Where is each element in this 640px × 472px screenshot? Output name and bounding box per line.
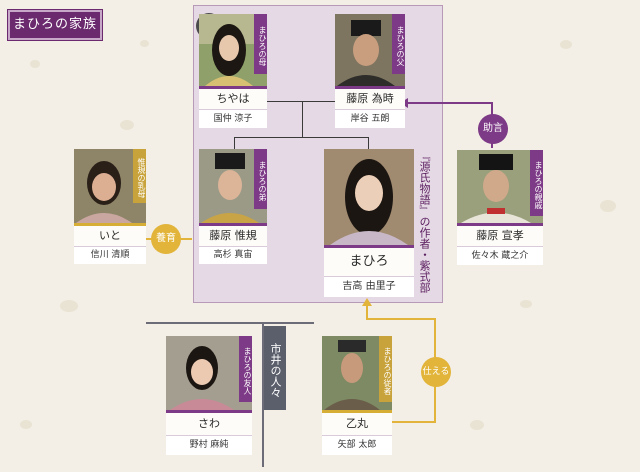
name-nobutaka: 藤原 宣孝 <box>457 223 543 248</box>
role-label-tametoki: まひろの父 <box>392 14 405 74</box>
nursing-badge: 養育 <box>151 224 181 254</box>
actor-otomaru: 矢部 太郎 <box>322 435 392 455</box>
actor-chiyaha: 国仲 涼子 <box>199 109 267 128</box>
name-mahiro: まひろ <box>324 245 414 278</box>
character-card-otomaru[interactable]: まひろの従者 乙丸 矢部 太郎 <box>322 336 392 455</box>
actor-nobunori: 高杉 真宙 <box>199 246 267 264</box>
serve-arrow-icon <box>362 298 372 306</box>
role-label-chiyaha: まひろの母 <box>254 14 267 74</box>
serve-badge: 仕える <box>421 357 451 387</box>
tree-line-to-nobunori <box>234 137 235 149</box>
advice-line-horizontal <box>406 102 493 104</box>
serve-line-up <box>366 305 368 320</box>
character-card-tametoki[interactable]: まひろの父 藤原 為時 岸谷 五朗 <box>335 14 405 128</box>
ichii-line-vertical <box>262 322 264 467</box>
character-card-ito[interactable]: 惟規の乳母 いと 信川 清順 <box>74 149 146 264</box>
name-otomaru: 乙丸 <box>322 410 392 437</box>
name-sawa: さわ <box>166 410 252 437</box>
character-card-nobutaka[interactable]: まひろの親戚 藤原 宣孝 佐々木 蔵之介 <box>457 150 543 265</box>
character-card-mahiro[interactable]: まひろ 吉高 由里子 <box>324 149 414 297</box>
tree-line-children <box>234 137 368 138</box>
tree-line-stem <box>302 101 303 138</box>
advice-badge: 助言 <box>478 114 508 144</box>
role-label-otomaru: まひろの従者 <box>379 336 392 402</box>
role-label-ito: 惟規の乳母 <box>133 149 146 203</box>
name-tametoki: 藤原 為時 <box>335 86 405 111</box>
ichii-line-horizontal <box>146 322 314 324</box>
character-card-chiyaha[interactable]: まひろの母 ちやは 国仲 涼子 <box>199 14 267 128</box>
tree-line-to-mahiro <box>368 137 369 149</box>
actor-tametoki: 岸谷 五朗 <box>335 109 405 128</box>
character-card-sawa[interactable]: まひろの友人 さわ 野村 麻純 <box>166 336 252 455</box>
ichii-label: 市井の人々 <box>264 326 286 410</box>
name-nobunori: 藤原 惟規 <box>199 223 267 248</box>
name-ito: いと <box>74 223 146 248</box>
role-label-nobutaka: まひろの親戚 <box>530 150 543 216</box>
character-card-nobunori[interactable]: まひろの弟 藤原 惟規 高杉 真宙 <box>199 149 267 264</box>
actor-nobutaka: 佐々木 蔵之介 <box>457 246 543 265</box>
page-title: まひろの家族 <box>7 9 103 41</box>
role-label-sawa: まひろの友人 <box>239 336 252 402</box>
serve-line-top <box>366 318 436 320</box>
actor-mahiro: 吉高 由里子 <box>324 276 414 297</box>
actor-sawa: 野村 麻純 <box>166 435 252 455</box>
portrait-mahiro <box>324 149 414 245</box>
murasaki-label: 『源氏物語』の作者・紫式部 <box>418 150 431 293</box>
role-label-nobunori: まひろの弟 <box>254 149 267 209</box>
portrait-sawa <box>166 336 252 410</box>
name-chiyaha: ちやは <box>199 86 267 111</box>
portrait-nobutaka <box>457 150 543 223</box>
serve-line-bottom <box>392 421 436 423</box>
actor-ito: 信川 清順 <box>74 246 146 264</box>
portrait-chiyaha <box>199 14 267 86</box>
